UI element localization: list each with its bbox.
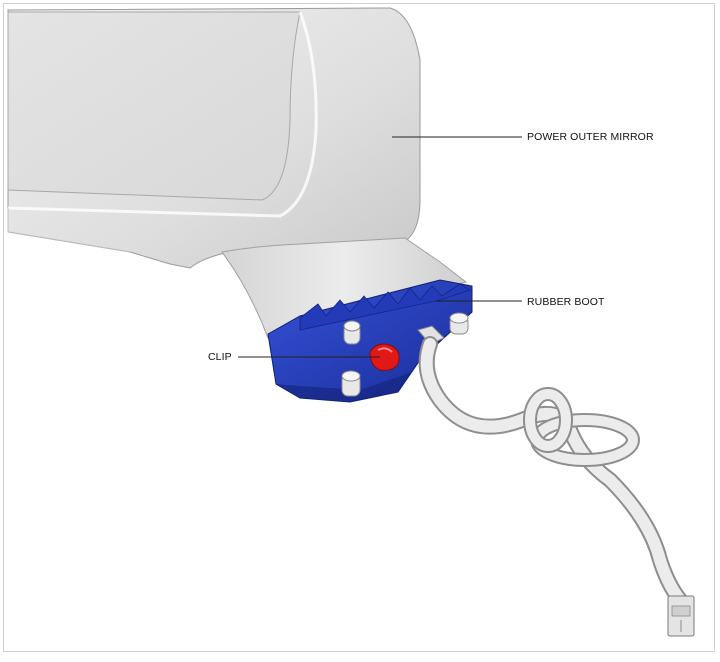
- rubber-boot: [267, 279, 473, 403]
- mirror-stem: [221, 237, 468, 339]
- stud: [343, 320, 361, 345]
- label-clip: CLIP: [208, 351, 232, 363]
- mounting-studs: [341, 312, 469, 397]
- leader-lines: [238, 136, 522, 358]
- connector: [667, 595, 695, 637]
- stud: [449, 312, 469, 335]
- label-rubber-boot: RUBBER BOOT: [527, 296, 605, 308]
- clip: [369, 343, 400, 371]
- stud: [341, 370, 361, 397]
- label-power-outer-mirror: POWER OUTER MIRROR: [527, 131, 654, 143]
- mirror-housing: [7, 7, 421, 269]
- wiring-harness: [418, 336, 688, 608]
